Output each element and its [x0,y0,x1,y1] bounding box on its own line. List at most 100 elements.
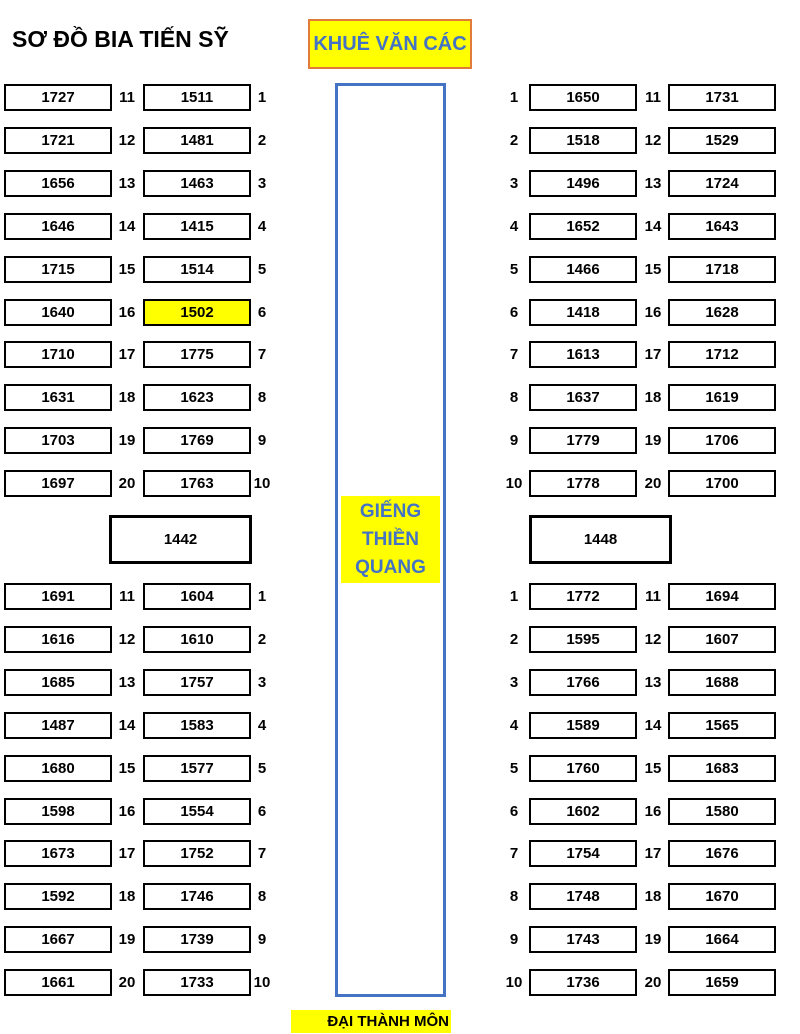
center-stele-right[interactable]: 1448 [529,515,672,564]
stele-top-right-inner[interactable]: 1613 [529,341,637,368]
stele-top-right-inner[interactable]: 1652 [529,213,637,240]
stele-top-right-outer[interactable]: 1712 [668,341,776,368]
stele-bottom-left-outer[interactable]: 1616 [4,626,112,653]
stele-top-right-outer[interactable]: 1643 [668,213,776,240]
stele-top-left-outer[interactable]: 1640 [4,299,112,326]
well-label-line-2: THIỀN [362,529,419,550]
stele-position-number: 2 [509,132,519,149]
stele-position-number: 5 [509,760,519,777]
stele-top-left-inner[interactable]: 1623 [143,384,251,411]
stele-bottom-left-inner[interactable]: 1746 [143,883,251,910]
stele-top-left-outer[interactable]: 1646 [4,213,112,240]
stele-position-number: 15 [644,760,662,777]
dai-thanh-mon-label: ĐẠI THÀNH MÔN [291,1010,451,1033]
stele-top-left-outer[interactable]: 1656 [4,170,112,197]
well-label-line-3: QUANG [355,557,426,578]
stele-bottom-right-inner[interactable]: 1772 [529,583,637,610]
stele-bottom-left-inner[interactable]: 1739 [143,926,251,953]
stele-bottom-right-inner[interactable]: 1602 [529,798,637,825]
stele-bottom-right-outer[interactable]: 1659 [668,969,776,996]
stele-top-right-outer[interactable]: 1700 [668,470,776,497]
stele-bottom-right-outer[interactable]: 1683 [668,755,776,782]
stele-bottom-right-inner[interactable]: 1595 [529,626,637,653]
stele-bottom-left-inner[interactable]: 1583 [143,712,251,739]
stele-bottom-right-inner[interactable]: 1754 [529,840,637,867]
stele-top-right-inner[interactable]: 1418 [529,299,637,326]
stele-bottom-left-outer[interactable]: 1691 [4,583,112,610]
stele-bottom-right-outer[interactable]: 1607 [668,626,776,653]
stele-top-right-outer[interactable]: 1529 [668,127,776,154]
stele-top-right-outer[interactable]: 1619 [668,384,776,411]
stele-top-right-inner[interactable]: 1518 [529,127,637,154]
stele-position-number: 13 [644,674,662,691]
stele-bottom-right-outer[interactable]: 1580 [668,798,776,825]
stele-bottom-right-inner[interactable]: 1748 [529,883,637,910]
stele-top-left-outer[interactable]: 1703 [4,427,112,454]
stele-bottom-right-inner[interactable]: 1743 [529,926,637,953]
stele-bottom-right-inner[interactable]: 1766 [529,669,637,696]
center-stele-left[interactable]: 1442 [109,515,252,564]
stele-bottom-left-inner[interactable]: 1604 [143,583,251,610]
stele-top-left-outer[interactable]: 1631 [4,384,112,411]
stele-top-left-inner[interactable]: 1511 [143,84,251,111]
stele-bottom-left-inner[interactable]: 1554 [143,798,251,825]
stele-highlighted[interactable]: 1502 [143,299,251,326]
stele-bottom-right-outer[interactable]: 1676 [668,840,776,867]
stele-top-left-inner[interactable]: 1415 [143,213,251,240]
stele-top-left-inner[interactable]: 1463 [143,170,251,197]
stele-position-number: 15 [118,760,136,777]
stele-top-left-outer[interactable]: 1697 [4,470,112,497]
stele-top-right-outer[interactable]: 1724 [668,170,776,197]
stele-bottom-left-outer[interactable]: 1598 [4,798,112,825]
stele-bottom-right-inner[interactable]: 1736 [529,969,637,996]
stele-bottom-left-outer[interactable]: 1667 [4,926,112,953]
stele-position-number: 4 [257,717,267,734]
stele-bottom-right-inner[interactable]: 1760 [529,755,637,782]
stele-top-left-inner[interactable]: 1769 [143,427,251,454]
stele-top-left-outer[interactable]: 1727 [4,84,112,111]
stele-top-right-outer[interactable]: 1706 [668,427,776,454]
stele-bottom-left-inner[interactable]: 1757 [143,669,251,696]
stele-top-right-inner[interactable]: 1466 [529,256,637,283]
stele-top-left-inner[interactable]: 1514 [143,256,251,283]
stele-bottom-left-inner[interactable]: 1610 [143,626,251,653]
stele-top-right-outer[interactable]: 1731 [668,84,776,111]
stele-position-number: 8 [257,389,267,406]
stele-bottom-left-outer[interactable]: 1680 [4,755,112,782]
stele-top-right-inner[interactable]: 1779 [529,427,637,454]
stele-bottom-right-outer[interactable]: 1664 [668,926,776,953]
stele-bottom-left-inner[interactable]: 1577 [143,755,251,782]
stele-top-left-outer[interactable]: 1710 [4,341,112,368]
stele-top-left-inner[interactable]: 1481 [143,127,251,154]
stele-top-right-inner[interactable]: 1650 [529,84,637,111]
stele-position-number: 16 [644,803,662,820]
stele-top-right-inner[interactable]: 1496 [529,170,637,197]
stele-position-number: 13 [118,175,136,192]
stele-top-left-outer[interactable]: 1715 [4,256,112,283]
stele-bottom-right-outer[interactable]: 1694 [668,583,776,610]
stele-bottom-left-outer[interactable]: 1673 [4,840,112,867]
stele-position-number: 16 [118,304,136,321]
stele-position-number: 17 [644,845,662,862]
stele-bottom-left-inner[interactable]: 1752 [143,840,251,867]
stele-top-right-outer[interactable]: 1718 [668,256,776,283]
stele-top-left-inner[interactable]: 1763 [143,470,251,497]
stele-top-right-outer[interactable]: 1628 [668,299,776,326]
stele-position-number: 8 [509,888,519,905]
stele-top-left-outer[interactable]: 1721 [4,127,112,154]
stele-bottom-left-outer[interactable]: 1592 [4,883,112,910]
stele-bottom-right-inner[interactable]: 1589 [529,712,637,739]
stele-position-number: 2 [509,631,519,648]
stele-bottom-right-outer[interactable]: 1565 [668,712,776,739]
stele-position-number: 3 [257,674,267,691]
stele-bottom-left-outer[interactable]: 1661 [4,969,112,996]
stele-bottom-right-outer[interactable]: 1688 [668,669,776,696]
stele-bottom-left-outer[interactable]: 1487 [4,712,112,739]
stele-position-number: 7 [509,346,519,363]
stele-top-right-inner[interactable]: 1778 [529,470,637,497]
stele-bottom-left-outer[interactable]: 1685 [4,669,112,696]
stele-bottom-left-inner[interactable]: 1733 [143,969,251,996]
stele-top-left-inner[interactable]: 1775 [143,341,251,368]
stele-bottom-right-outer[interactable]: 1670 [668,883,776,910]
stele-top-right-inner[interactable]: 1637 [529,384,637,411]
